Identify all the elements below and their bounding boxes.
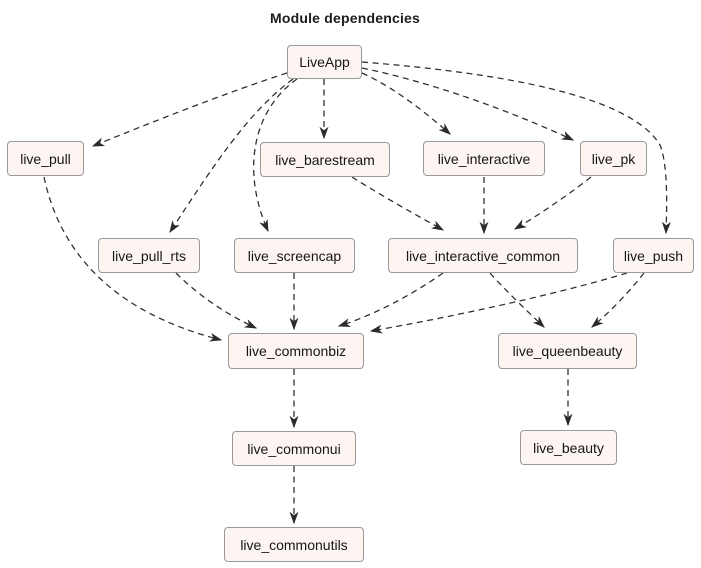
edge-live_pull_rts-to-live_commonbiz — [175, 272, 258, 329]
node-live_barestream: live_barestream — [260, 142, 390, 177]
node-live_queenbeauty: live_queenbeauty — [498, 333, 637, 369]
edge-LiveApp-to-live_pk — [361, 67, 575, 141]
node-label: live_queenbeauty — [512, 343, 623, 359]
edge-LiveApp-to-live_pull_rts — [169, 78, 294, 234]
node-live_beauty: live_beauty — [520, 430, 617, 465]
node-label: live_commonutils — [240, 536, 348, 553]
edge-live_push-to-live_queenbeauty — [591, 272, 645, 328]
edge-live_pull-to-live_commonbiz — [43, 176, 223, 342]
edge-LiveApp-to-live_interactive — [361, 72, 451, 135]
node-live_interactive: live_interactive — [423, 141, 545, 176]
edge-live_barestream-to-live_interactive_common — [351, 176, 445, 231]
edge-live_interactive_common-to-live_commonbiz — [337, 272, 444, 328]
edge-live_push-to-live_commonbiz — [369, 272, 628, 334]
node-live_commonbiz: live_commonbiz — [228, 333, 364, 369]
node-live_interactive_common: live_interactive_common — [388, 238, 578, 273]
node-live_commonui: live_commonui — [232, 431, 356, 466]
node-label: live_beauty — [533, 439, 604, 456]
edge-LiveApp-to-live_pull — [91, 72, 288, 147]
node-live_screencap: live_screencap — [234, 238, 355, 273]
node-label: live_push — [623, 247, 684, 264]
node-live_pk: live_pk — [580, 141, 647, 176]
node-label: live_pk — [591, 150, 636, 167]
node-label: live_interactive — [437, 150, 531, 167]
diagram-title: Module dependencies — [269, 10, 421, 26]
node-label: live_commonbiz — [245, 343, 347, 359]
node-LiveApp: LiveApp — [287, 45, 362, 79]
node-label: live_screencap — [247, 247, 342, 264]
node-label: live_pull — [20, 150, 71, 167]
node-label: live_interactive_common — [405, 247, 561, 264]
node-live_pull: live_pull — [7, 141, 84, 176]
node-label: live_commonui — [247, 440, 341, 457]
edge-LiveApp-to-live_screencap — [253, 78, 298, 233]
edge-live_pk-to-live_interactive_common — [513, 176, 592, 230]
node-label: LiveApp — [299, 54, 350, 70]
node-live_commonutils: live_commonutils — [224, 527, 364, 562]
node-live_pull_rts: live_pull_rts — [98, 238, 200, 273]
node-label: live_barestream — [275, 151, 375, 168]
node-label: live_pull_rts — [112, 247, 186, 264]
edge-LiveApp-to-live_push — [361, 61, 671, 235]
edge-live_interactive_common-to-live_queenbeauty — [489, 272, 545, 328]
node-live_push: live_push — [613, 238, 694, 273]
